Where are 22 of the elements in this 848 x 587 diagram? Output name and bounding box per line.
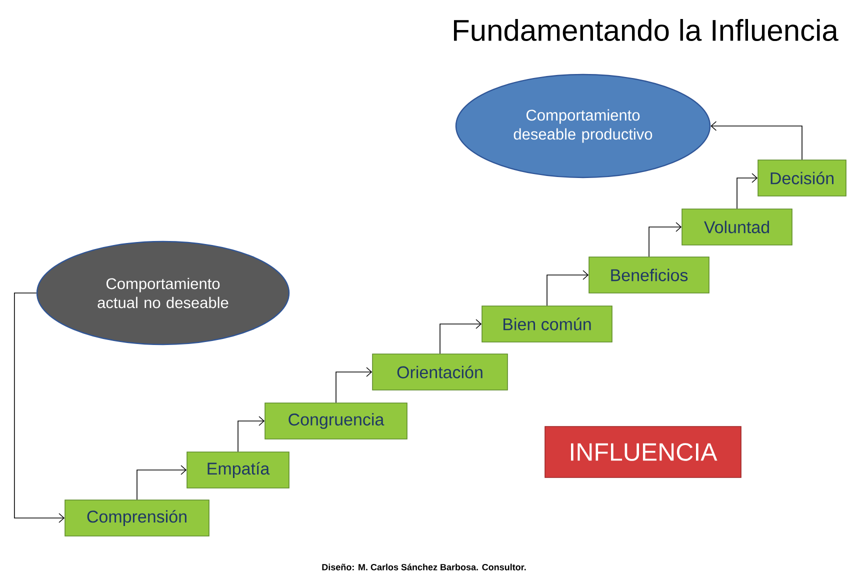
- step-box: Decisión: [758, 160, 846, 196]
- credit-note: Diseño: M. Carlos Sánchez Barbosa. Consultor.: [322, 564, 526, 570]
- title: Fundamentando la Influencia: [454, 19, 838, 42]
- step-box: Orientación: [372, 354, 508, 390]
- arrow: [136, 465, 187, 500]
- arrow: [736, 173, 758, 209]
- arrow: [546, 270, 589, 306]
- step-box: Voluntad: [682, 208, 792, 246]
- arrow: [710, 121, 802, 160]
- arrow: [238, 416, 265, 452]
- step-box: Bien común: [482, 306, 612, 342]
- step-box: Congruencia: [264, 402, 408, 440]
- arrow: [14, 292, 65, 523]
- step-box: Empatía: [186, 452, 290, 488]
- step-box: Beneficios: [588, 256, 710, 294]
- arrow: [648, 222, 682, 257]
- influence-box: INFLUENCIA: [544, 426, 742, 478]
- step-box: Comprensión: [64, 500, 210, 536]
- arrow: [336, 367, 372, 403]
- arrow: [440, 319, 482, 354]
- ellipse-node: Comportamiento actual no deseable: [36, 240, 290, 346]
- ellipse-node: Comportamiento deseable productivo: [455, 74, 711, 178]
